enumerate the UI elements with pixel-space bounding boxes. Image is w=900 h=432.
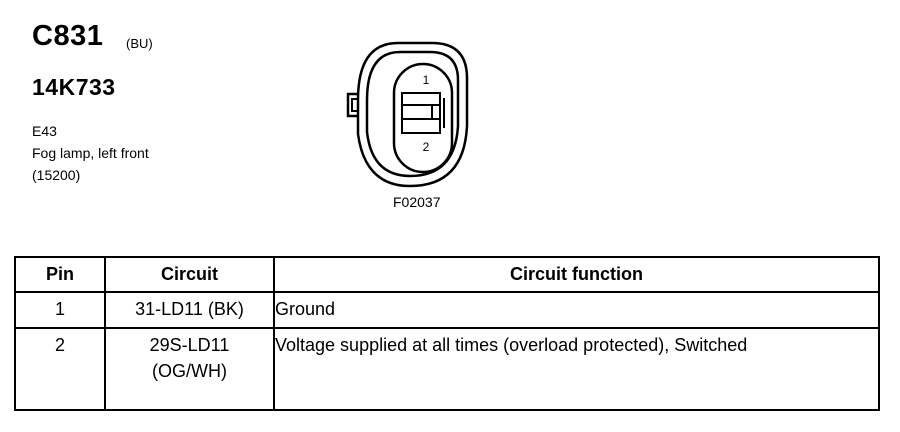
location-code: E43: [32, 123, 57, 139]
pin-label-1: 1: [423, 73, 430, 87]
pin-cell: 1: [14, 291, 106, 329]
circuit-line: 29S-LD11: [149, 335, 230, 355]
circuit-cell: 31-LD11 (BK): [104, 291, 275, 329]
function-cell: Voltage supplied at all times (overload …: [273, 327, 880, 411]
column-header-circuit: Circuit: [104, 256, 275, 293]
pin-label-2: 2: [423, 140, 430, 154]
pinout-table: Pin Circuit Circuit function 1 31-LD11 (…: [14, 256, 880, 411]
reference-number: (15200): [32, 167, 81, 183]
table-row: 2 29S-LD11 (OG/WH) Voltage supplied at a…: [14, 327, 880, 411]
table-header-row: Pin Circuit Circuit function: [14, 256, 880, 293]
component-description: Fog lamp, left front: [32, 145, 149, 161]
connector-face-diagram: 1 2: [346, 41, 469, 188]
column-header-pin: Pin: [14, 256, 106, 293]
column-header-circuit-function: Circuit function: [273, 256, 880, 293]
part-number: 14K733: [32, 74, 116, 100]
connector-color: (BU): [126, 36, 153, 51]
circuit-cell: 29S-LD11 (OG/WH): [104, 327, 275, 411]
figure-code: F02037: [393, 194, 441, 210]
pin-cell: 2: [14, 327, 106, 411]
table-row: 1 31-LD11 (BK) Ground: [14, 291, 880, 329]
circuit-line: 31-LD11 (BK): [135, 299, 244, 319]
connector-id: C831: [32, 20, 104, 52]
circuit-line: (OG/WH): [152, 361, 227, 381]
function-cell: Ground: [273, 291, 880, 329]
